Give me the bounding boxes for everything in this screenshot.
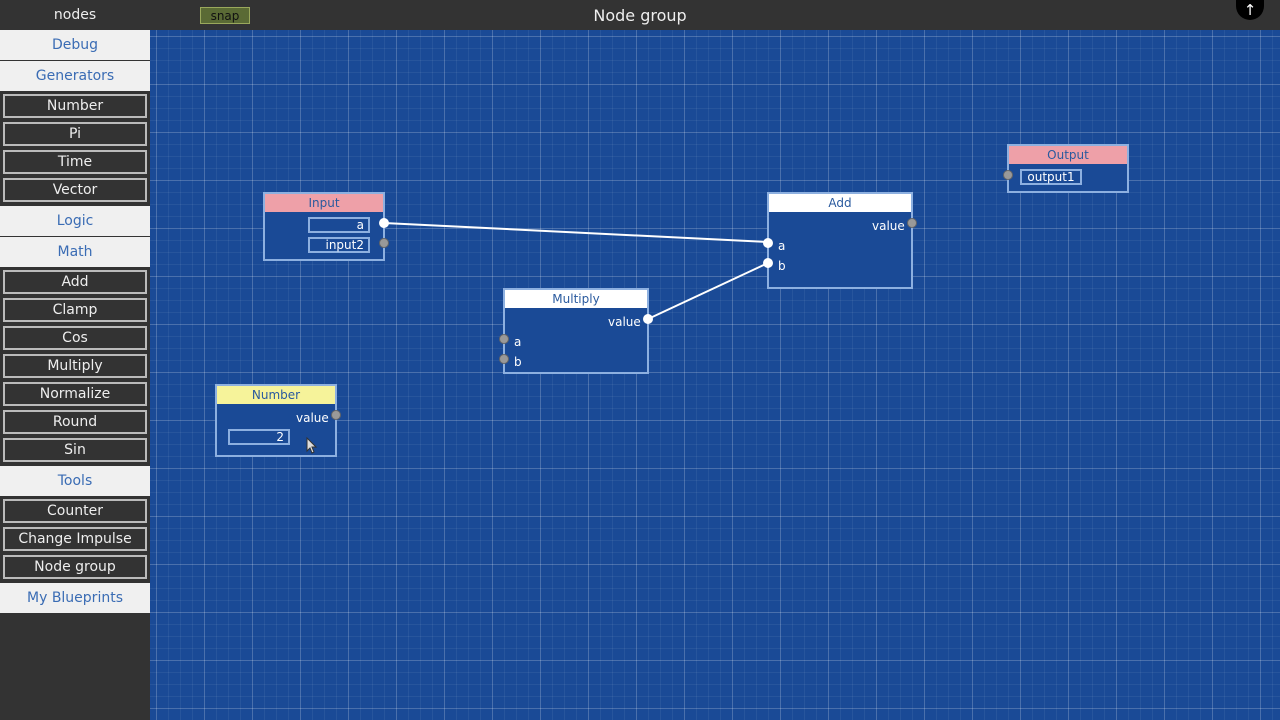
node-input-title[interactable]: Input	[265, 194, 383, 212]
snap-toggle[interactable]: snap	[200, 7, 250, 24]
sidebar-item-sin[interactable]: Sin	[3, 438, 147, 462]
sidebar-item-add[interactable]: Add	[3, 270, 147, 294]
add-port-a[interactable]	[763, 238, 773, 248]
input-port-input2[interactable]	[379, 238, 389, 248]
node-output-title[interactable]: Output	[1009, 146, 1127, 164]
category-tools[interactable]: Tools	[0, 466, 150, 496]
sidebar: Debug Generators Number Pi Time Vector L…	[0, 30, 150, 720]
node-add[interactable]: Add	[767, 192, 913, 289]
multiply-input-a-label: a	[514, 335, 522, 349]
category-math[interactable]: Math	[0, 237, 150, 267]
mouse-cursor-icon	[306, 437, 318, 454]
input-port-a[interactable]	[379, 218, 389, 228]
multiply-input-b-label: b	[514, 355, 522, 369]
node-multiply-title[interactable]: Multiply	[505, 290, 647, 308]
input-field-a[interactable]: a	[308, 217, 370, 233]
sidebar-item-change-impulse[interactable]: Change Impulse	[3, 527, 147, 551]
sidebar-item-round[interactable]: Round	[3, 410, 147, 434]
category-logic[interactable]: Logic	[0, 206, 150, 236]
multiply-port-b[interactable]	[499, 354, 509, 364]
sidebar-item-multiply[interactable]: Multiply	[3, 354, 147, 378]
number-output-label: value	[296, 411, 329, 425]
sidebar-item-clamp[interactable]: Clamp	[3, 298, 147, 322]
number-port-value[interactable]	[331, 410, 341, 420]
sidebar-item-cos[interactable]: Cos	[3, 326, 147, 350]
node-add-title[interactable]: Add	[769, 194, 911, 212]
category-my-blueprints[interactable]: My Blueprints	[0, 583, 150, 613]
sidebar-item-counter[interactable]: Counter	[3, 499, 147, 523]
category-debug[interactable]: Debug	[0, 30, 150, 60]
arrow-up-icon[interactable]: ↑	[1236, 0, 1264, 20]
top-bar: nodes snap Node group ↑	[0, 0, 1280, 30]
multiply-output-label: value	[608, 315, 641, 329]
output-field-output1[interactable]: output1	[1020, 169, 1082, 185]
app-name: nodes	[53, 7, 97, 23]
node-number-title[interactable]: Number	[217, 386, 335, 404]
input-field-input2[interactable]: input2	[308, 237, 370, 253]
sidebar-item-vector[interactable]: Vector	[3, 178, 147, 202]
node-output[interactable]: Output	[1007, 144, 1129, 193]
sidebar-item-time[interactable]: Time	[3, 150, 147, 174]
node-canvas[interactable]	[150, 30, 1280, 720]
category-generators[interactable]: Generators	[0, 61, 150, 91]
sidebar-item-node-group[interactable]: Node group	[3, 555, 147, 579]
add-output-label: value	[872, 219, 905, 233]
add-input-a-label: a	[778, 239, 786, 253]
multiply-port-value[interactable]	[643, 314, 653, 324]
sidebar-item-number[interactable]: Number	[3, 94, 147, 118]
node-multiply[interactable]: Multiply	[503, 288, 649, 374]
number-value-input[interactable]: 2	[228, 429, 290, 445]
add-port-b[interactable]	[763, 258, 773, 268]
add-port-value[interactable]	[907, 218, 917, 228]
add-input-b-label: b	[778, 259, 786, 273]
sidebar-item-normalize[interactable]: Normalize	[3, 382, 147, 406]
output-port-output1[interactable]	[1003, 170, 1013, 180]
sidebar-item-pi[interactable]: Pi	[3, 122, 147, 146]
page-title: Node group	[593, 6, 687, 25]
multiply-port-a[interactable]	[499, 334, 509, 344]
